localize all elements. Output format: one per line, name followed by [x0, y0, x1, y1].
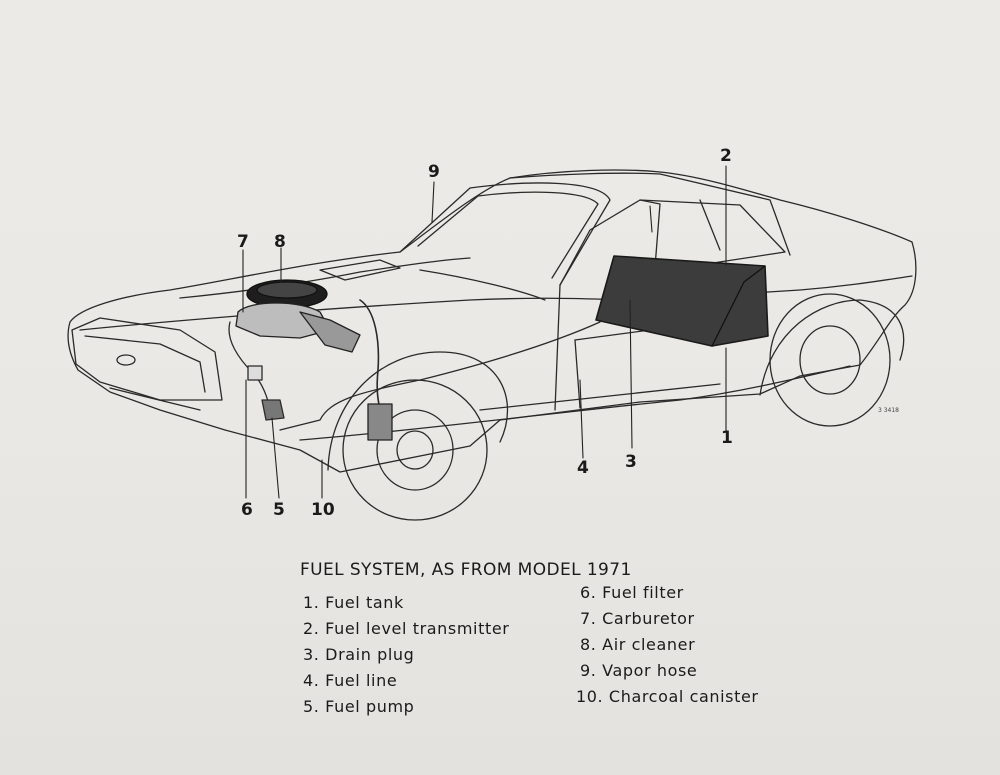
- front-wheel-arch: [327, 351, 509, 471]
- legend-item: 9. Vapor hose: [580, 661, 698, 680]
- windshield-frame: [399, 182, 611, 286]
- legend-item: 1. Fuel tank: [303, 593, 404, 612]
- callout-9: 9: [428, 162, 440, 182]
- legend-left-column: 1. Fuel tank 2. Fuel level transmitter 3…: [303, 590, 509, 720]
- rear-wheel-arch: [759, 299, 905, 396]
- roof-line: [509, 172, 791, 256]
- legend-item: 10. Charcoal canister: [576, 687, 759, 706]
- headlight-area: [71, 317, 223, 401]
- callout-1: 1: [721, 428, 733, 448]
- vapor-hose: [359, 299, 381, 411]
- car-beltline: [79, 275, 913, 331]
- callout-10: 10: [311, 500, 335, 520]
- legend-item: 6. Fuel filter: [580, 583, 684, 602]
- callout-7: 7: [237, 232, 249, 252]
- legend-item: 3. Drain plug: [303, 645, 415, 664]
- legend-item: 4. Fuel line: [303, 671, 398, 690]
- door-outline: [559, 199, 661, 341]
- fuel-filter: [247, 365, 263, 381]
- callout-8: 8: [274, 232, 286, 252]
- legend-item: 2. Fuel level transmitter: [303, 619, 510, 638]
- callout-4: 4: [577, 458, 589, 478]
- callout-2: 2: [720, 146, 732, 166]
- carburetor: [235, 302, 331, 339]
- legend-item: 8. Air cleaner: [580, 635, 696, 654]
- fuel-tank: [595, 255, 769, 347]
- car-body-outline: [67, 169, 917, 473]
- legend-item: 5. Fuel pump: [303, 697, 415, 716]
- charcoal-canister: [367, 403, 393, 441]
- callout-3: 3: [625, 452, 637, 472]
- front-wheel: [342, 379, 488, 521]
- callout-5: 5: [273, 500, 285, 520]
- image-code: 3 3418: [878, 407, 899, 414]
- legend-item: 7. Carburetor: [580, 609, 695, 628]
- legend-right-column: 6. Fuel filter 7. Carburetor 8. Air clea…: [576, 580, 759, 710]
- callout-6: 6: [241, 500, 253, 520]
- rear-wheel: [769, 293, 891, 427]
- caption-title: FUEL SYSTEM, AS FROM MODEL 1971: [300, 560, 632, 580]
- fuel-pump: [261, 399, 285, 421]
- fuel-line: [279, 321, 601, 431]
- car-sill-line: [299, 365, 851, 441]
